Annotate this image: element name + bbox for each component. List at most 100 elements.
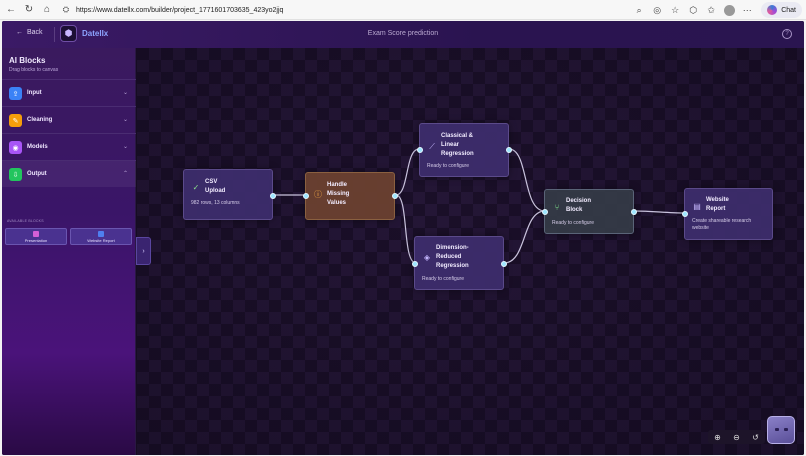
warning-circle-icon: ⓘ [314, 189, 322, 199]
collections-icon[interactable]: ✩ [707, 4, 715, 15]
node-title-line: Linear [441, 142, 460, 148]
node-status: Ready to configure [427, 163, 469, 169]
presentation-icon [33, 230, 39, 237]
project-title: Exam Score prediction [367, 30, 439, 37]
output-port[interactable] [270, 193, 276, 199]
node-title-line: Missing [327, 191, 350, 197]
refresh-icon[interactable]: ↻ [24, 4, 34, 15]
sidebar-title: AI Blocks [9, 56, 46, 65]
robot-eye [775, 428, 779, 431]
category-input[interactable]: ⇪ Input ⌄ [2, 79, 136, 106]
git-branch-icon: ⑂ [554, 202, 560, 212]
chevron-down-icon: ⌄ [122, 90, 128, 96]
node-title-line: Values [327, 200, 347, 206]
reader-icon[interactable]: ◎ [653, 4, 662, 15]
block-presentation[interactable]: Presentation [5, 228, 67, 245]
assistant-robot-icon[interactable] [767, 416, 795, 444]
connection-edges [271, 148, 685, 264]
site-info-icon[interactable]: ⛭ [62, 5, 70, 14]
export-icon: ⇩ [9, 168, 22, 181]
block-website-report[interactable]: Website Report [70, 228, 132, 245]
node-title-line: Classical & [441, 133, 474, 139]
back-arrow-icon[interactable]: ← [6, 4, 16, 15]
website-icon [98, 230, 104, 237]
address-bar[interactable]: ⛭ https://www.datellx.com/builder/projec… [60, 2, 695, 18]
zoom-in-icon[interactable]: ⊕ [714, 432, 721, 442]
chevron-down-icon: ⌄ [122, 144, 128, 150]
output-port[interactable] [501, 261, 507, 267]
input-port[interactable] [303, 193, 309, 199]
zoom-out-icon[interactable]: ⊖ [733, 432, 740, 442]
available-blocks-label: AVAILABLE BLOCKS [7, 219, 44, 223]
node-title-line: CSV [205, 179, 218, 185]
node-title-line: Regression [436, 263, 469, 269]
zoom-controls: ⊕ ⊖ ↺ [708, 430, 765, 444]
input-port[interactable] [542, 209, 548, 215]
app-header: ← Back ⬢ DateIIx Exam Score prediction ? [2, 21, 804, 48]
node-website-report[interactable]: ▤ Website Report Create shareable resear… [682, 188, 773, 240]
node-handle-missing[interactable]: ⓘ Handle Missing Values [303, 172, 398, 220]
favorite-star-icon[interactable]: ☆ [671, 4, 680, 15]
input-port[interactable] [417, 147, 423, 153]
zoom-icon[interactable]: ⌕ [636, 4, 642, 15]
node-status: Ready to configure [552, 220, 594, 226]
node-title-line: Website [706, 197, 729, 203]
node-title-line: Decision [566, 198, 592, 204]
profile-icon[interactable] [721, 2, 737, 18]
chart-line-icon: ⟋ [429, 142, 435, 151]
avatar [723, 4, 735, 16]
node-status: Ready to configure [422, 276, 464, 282]
home-icon[interactable]: ⌂ [43, 4, 51, 15]
brand-logo-icon[interactable]: ⬢ [60, 25, 77, 42]
input-port[interactable] [682, 211, 688, 217]
sidebar-toggle-button[interactable]: › [136, 237, 151, 265]
node-title-line: Reduced [436, 254, 462, 260]
browser-toolbar: ← ↻ ⌂ ⛭ https://www.datellx.com/builder/… [0, 0, 806, 20]
output-port[interactable] [506, 147, 512, 153]
edge-handle-classical [395, 148, 420, 196]
layers-icon: ◈ [423, 252, 431, 262]
reset-view-icon[interactable]: ↺ [752, 432, 759, 442]
category-output[interactable]: ⇩ Output ⌃ [2, 160, 136, 187]
app-window: ← Back ⬢ DateIIx Exam Score prediction ?… [2, 21, 804, 455]
output-port[interactable] [392, 193, 398, 199]
brand-name: DateIIx [82, 29, 109, 38]
block-label: Presentation [24, 237, 48, 243]
node-csv-upload[interactable]: ✓ CSV Upload 982 rows, 13 columns [183, 169, 276, 220]
copilot-icon [767, 5, 778, 15]
node-decision-block[interactable]: ⑂ Decision Block Ready to configure [542, 189, 637, 234]
category-models[interactable]: ◉ Models ⌄ [2, 133, 136, 160]
node-title-line: Regression [441, 151, 474, 157]
document-icon: ▤ [693, 201, 701, 211]
category-label: Cleaning [27, 117, 53, 123]
chevron-up-icon: ⌃ [122, 171, 128, 177]
category-label: Models [27, 144, 48, 150]
arrow-left-icon: ← [16, 29, 23, 36]
chevron-right-icon: › [142, 247, 145, 255]
upload-icon: ⇪ [9, 87, 22, 100]
workflow-canvas[interactable]: ✓ CSV Upload 982 rows, 13 columns ⓘ Hand… [137, 48, 804, 455]
header-divider [54, 27, 55, 42]
node-description-line: website [692, 225, 709, 231]
node-dimension-regression[interactable]: ◈ Dimension- Reduced Regression Ready to… [412, 236, 507, 290]
extensions-icon[interactable]: ⬡ [689, 4, 698, 15]
chat-button[interactable]: Chat [761, 2, 802, 18]
sidebar-subtitle: Drag blocks to canvas [9, 67, 59, 73]
edge-decision-website [633, 210, 685, 214]
chevron-down-icon: ⌄ [122, 117, 128, 123]
block-label: Website Report [87, 237, 115, 243]
input-port[interactable] [412, 261, 418, 267]
more-menu-icon[interactable]: ⋯ [742, 4, 752, 15]
node-classical-regression[interactable]: ⟋ Classical & Linear Regression Ready to… [417, 123, 512, 177]
node-title-line: Handle [327, 182, 348, 188]
brain-icon: ◉ [9, 141, 22, 154]
help-icon[interactable]: ? [782, 29, 792, 39]
edge-classical-decision [508, 148, 546, 212]
category-label: Input [27, 90, 42, 96]
edge-dimension-decision [503, 210, 546, 264]
node-title-line: Block [566, 207, 583, 213]
edge-handle-dimension [395, 194, 417, 264]
output-port[interactable] [631, 209, 637, 215]
back-button[interactable]: ← Back [16, 29, 43, 36]
category-cleaning[interactable]: ✎ Cleaning ⌄ [2, 106, 136, 133]
